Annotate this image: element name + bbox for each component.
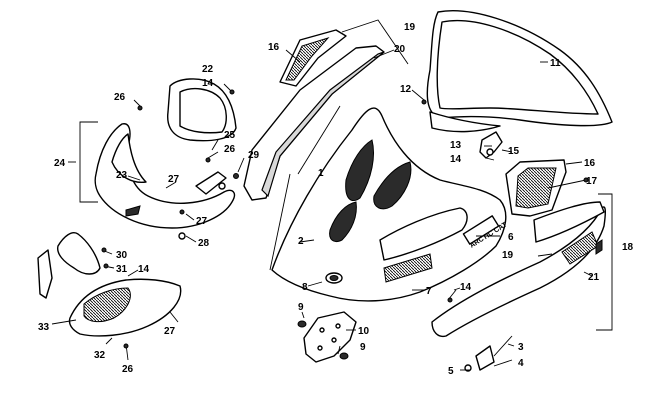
callout-labels: 1 2 3 4 5 6 7 8 9 9 10 11 12 13 14 14 14… [38,22,634,377]
callout-14-panel: 14 [460,282,472,293]
callout-32: 32 [94,350,106,361]
callout-11: 11 [550,58,561,69]
callout-14-windshield: 14 [450,154,462,165]
callout-30: 30 [116,250,128,261]
windshield [426,10,613,133]
callout-9-right: 9 [360,342,366,353]
callout-19-top: 19 [404,22,416,33]
callout-10: 10 [358,326,370,337]
callout-26-mid: 26 [224,144,236,155]
callout-15: 15 [508,146,520,157]
callout-16-side: 16 [584,158,596,169]
callout-22: 22 [202,64,214,75]
callout-28: 28 [198,238,210,249]
mounting-bracket [464,335,513,372]
callout-20: 20 [394,44,406,55]
callout-27-lower: 27 [196,216,208,227]
callout-8: 8 [302,282,308,293]
callout-4: 4 [518,358,524,369]
lower-bumper [37,232,182,337]
callout-26-bottom: 26 [122,364,134,375]
callout-16-top: 16 [268,42,280,53]
headlight-bezel [167,78,237,142]
callout-24: 24 [54,158,66,169]
callout-3: 3 [518,342,524,353]
callout-19-panel: 19 [502,250,514,261]
callout-2: 2 [298,236,304,247]
callout-17: 17 [586,176,598,187]
callout-14-bumper: 14 [138,264,150,275]
callout-14-bezel: 14 [202,78,214,89]
callout-7: 7 [426,286,432,297]
leader-lines [51,19,613,371]
side-vent-right [505,159,567,217]
callout-21: 21 [588,272,600,283]
callout-33: 33 [38,322,50,333]
front-nose [94,123,236,229]
fasteners [101,89,589,349]
callout-27-nose: 27 [168,174,180,185]
callout-18: 18 [622,242,634,253]
callout-12: 12 [400,84,412,95]
callout-5: 5 [448,366,454,377]
trim-strip [243,45,385,201]
callout-9-left: 9 [298,302,304,313]
hood: ARCTIC CAT [271,107,509,302]
callout-13: 13 [450,140,462,151]
callout-23: 23 [116,170,128,181]
callout-1: 1 [318,168,324,179]
callout-27-bumper: 27 [164,326,176,337]
callout-31: 31 [116,264,128,275]
skid-plate [297,311,357,363]
callout-25: 25 [224,130,236,141]
top-vent [279,29,347,87]
callout-26-top: 26 [114,92,126,103]
callout-6: 6 [508,232,514,243]
callout-29: 29 [248,150,260,161]
side-panel-right [431,201,607,338]
windshield-bracket [479,131,503,159]
